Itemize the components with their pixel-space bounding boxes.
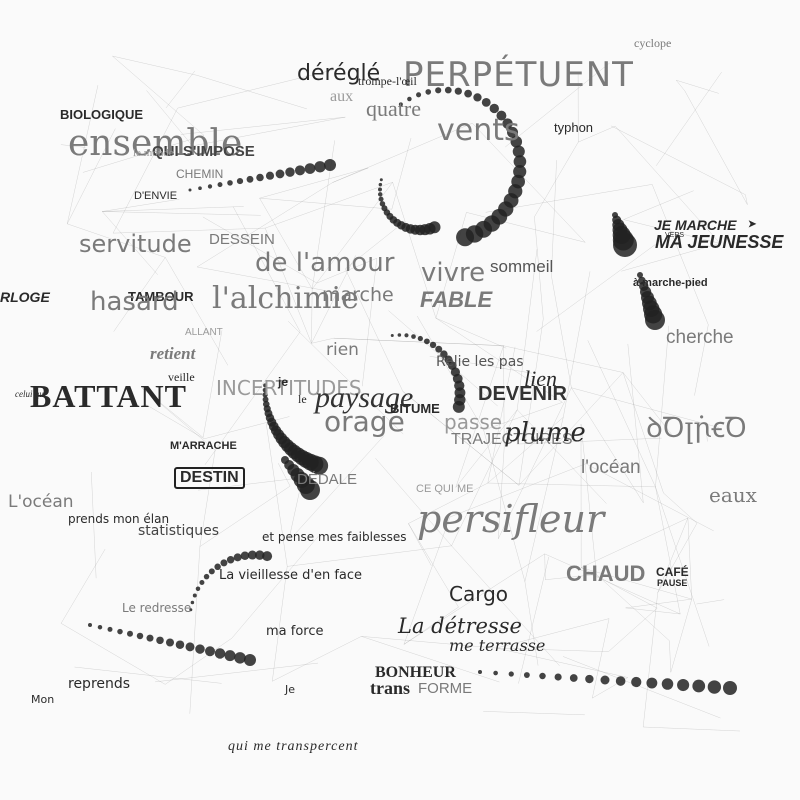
word-veille: veille: [168, 370, 195, 384]
word-tambour: TAMBOUR: [128, 289, 194, 304]
word-la-vieillesse: La vieillesse d'en face: [219, 568, 363, 583]
word-statistiques: statistiques: [138, 523, 220, 539]
word-ce-qui-me: CE QUI ME: [416, 483, 474, 495]
word-transforme-b: FORME: [418, 680, 473, 697]
word-rien: rien: [326, 340, 359, 360]
word-sommeil: sommeil: [490, 257, 554, 276]
word-la-detresse: La détresse: [398, 614, 522, 638]
word-transforme-a: trans: [370, 678, 410, 698]
word-bitume: BITUME: [390, 401, 440, 416]
word-perpetuent: PERPÉTUENT: [403, 55, 634, 95]
word-chaud: CHAUD: [566, 561, 646, 586]
word-le: le: [298, 392, 307, 406]
word-relie-les-pas: Relie les pas: [436, 354, 524, 370]
word-qui-s-impose: QUI S'IMPOSE: [152, 143, 255, 160]
word-ma-force: ma force: [266, 624, 324, 639]
word-qui-me-transpercent: qui me transpercent: [228, 739, 359, 754]
ink-trail-inner-spiral: [377, 178, 441, 236]
word-dedale: DÉDALE: [297, 471, 358, 488]
word-cyclope: cyclope: [634, 36, 672, 50]
word-plume: plume: [504, 418, 586, 448]
word-cafe: CAFÉ: [656, 565, 689, 579]
ink-trail-bottom-left: [88, 623, 256, 666]
word-deregle: déréglé: [297, 61, 381, 86]
word-allant: ALLANT: [185, 327, 223, 338]
ink-trail-right-drip: [637, 272, 665, 330]
ink-trail-dedale-blob: [281, 456, 320, 500]
word-devenir: DEVENIR: [478, 383, 567, 405]
word-cargo: Cargo: [449, 582, 509, 606]
word-ma-jeunesse: MA JEUNESSE: [655, 232, 784, 252]
word-paysage: paysage: [315, 381, 414, 414]
word-marche: marche: [322, 284, 394, 306]
word-l-ocean-2: L'océan: [8, 492, 74, 512]
word-pause: PAUSE: [657, 578, 688, 588]
word-je-2: Je: [285, 683, 296, 696]
word-mon: Mon: [31, 693, 55, 706]
word-destin: DESTIN: [174, 467, 245, 489]
network-lines: [60, 55, 748, 732]
word-battant: BATTANT: [30, 378, 187, 414]
word-eaux: eaux: [709, 483, 757, 507]
word-incertitudes: INCERTITUDES: [216, 376, 362, 400]
word-reprends: reprends: [68, 676, 131, 692]
word-de-l-amour: de l'amour: [255, 248, 395, 278]
ink-trail-middle-right: [390, 333, 466, 413]
word-dessein: DESSEIN: [209, 231, 275, 248]
word-quatre: quatre: [366, 96, 421, 121]
word-persifleur: persifleur: [417, 497, 605, 541]
ink-trail-bottom-arc: [189, 550, 273, 612]
ink-trail-middle-loop: [262, 383, 329, 475]
word-le-monde: le monde: [133, 147, 174, 159]
word-a-marche-pied: à marche-pied: [633, 277, 708, 289]
word-orage: orage: [324, 405, 405, 438]
word-cherche: cherche: [666, 327, 734, 348]
word-celui-qui: celui qui: [15, 389, 47, 399]
word-retient: retient: [150, 344, 196, 363]
word-chemin: CHEMIN: [176, 167, 224, 181]
word-biologique: BIOLOGIQUE: [60, 107, 144, 122]
ink-trail-top-left: [188, 159, 336, 192]
word-vivre: vivre: [421, 258, 486, 288]
word-trompe-loeil: trompe-l'œil: [358, 74, 417, 88]
word-ensemble: ensemble: [68, 123, 243, 164]
ink-trail-bottom-right: [478, 670, 737, 695]
word-fable: FABLE: [420, 287, 493, 312]
word-d-envie: D'ENVIE: [134, 190, 178, 202]
ink-trail-right-blob: [612, 212, 637, 257]
word-prends-mon-elan: prends mon élan: [68, 512, 170, 526]
word-typhon: typhon: [554, 120, 594, 135]
word-horloge: RLOGE: [0, 289, 50, 305]
word-me-terrasse: me terrasse: [449, 636, 546, 655]
word-vers: VERS: [665, 232, 685, 239]
word-je-marche: JE MARCHE: [654, 217, 737, 233]
word-vents: vents: [437, 113, 520, 148]
word-trajectoires: TRAJECTOIRES: [451, 431, 573, 448]
arrow-icon: ➤: [748, 219, 757, 230]
word-passe: passe: [444, 410, 503, 434]
word-m-arrache: M'ARRACHE: [170, 440, 237, 452]
word-et-pense: et pense mes faiblesses: [262, 530, 407, 544]
word-bonheur: BONHEUR: [375, 664, 456, 681]
ink-trail-top-spiral: [398, 86, 527, 247]
word-l-alchimie: l'alchimie: [212, 281, 359, 316]
word-servitude: servitude: [79, 230, 192, 258]
word-l-ocean-1: l'océan: [581, 457, 641, 478]
word-hasard: hasard: [90, 287, 179, 317]
word-le-redresse: Le redresse: [122, 601, 192, 615]
word-ombre: ꝺꝹꞁꞃ̇ꞓꝹ: [646, 411, 747, 444]
word-je-1: je: [278, 375, 289, 389]
word-aux: aux: [330, 88, 354, 105]
word-lien: lien: [524, 366, 557, 391]
